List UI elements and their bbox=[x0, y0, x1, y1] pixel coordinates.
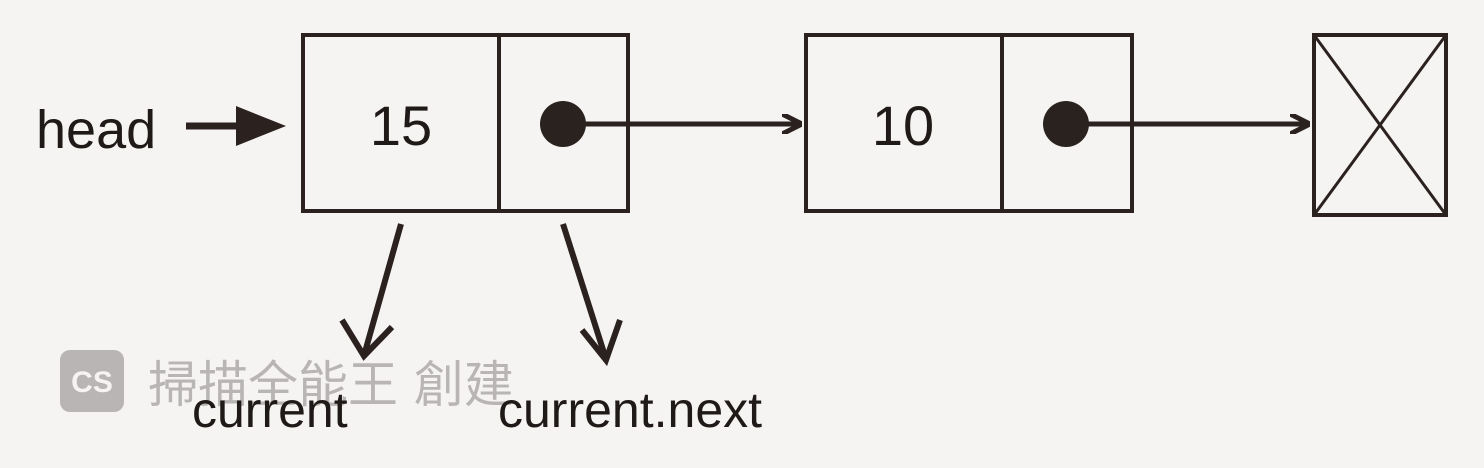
watermark-badge-text: CS bbox=[71, 366, 113, 399]
current-label: current bbox=[192, 382, 348, 438]
node-2-value: 10 bbox=[872, 94, 934, 157]
head-pointer-arrow bbox=[186, 106, 286, 146]
watermark-badge bbox=[60, 350, 124, 412]
node-1-value: 15 bbox=[370, 94, 432, 157]
null-box bbox=[1312, 33, 1448, 217]
node-1-next-pointer-dot bbox=[540, 101, 586, 147]
current-next-label: current.next bbox=[498, 382, 762, 438]
watermark-text: 掃描全能王 創建 bbox=[148, 356, 514, 414]
node-2-next-pointer-dot bbox=[1043, 101, 1089, 147]
current-next-pointer-arrow bbox=[560, 223, 623, 367]
node-1: 15 bbox=[301, 33, 630, 213]
scanner-watermark: CS 掃描全能王 創建 bbox=[60, 350, 514, 414]
current-pointer-arrow bbox=[339, 223, 404, 361]
head-label: head bbox=[36, 100, 156, 160]
node-2: 10 bbox=[804, 33, 1134, 213]
